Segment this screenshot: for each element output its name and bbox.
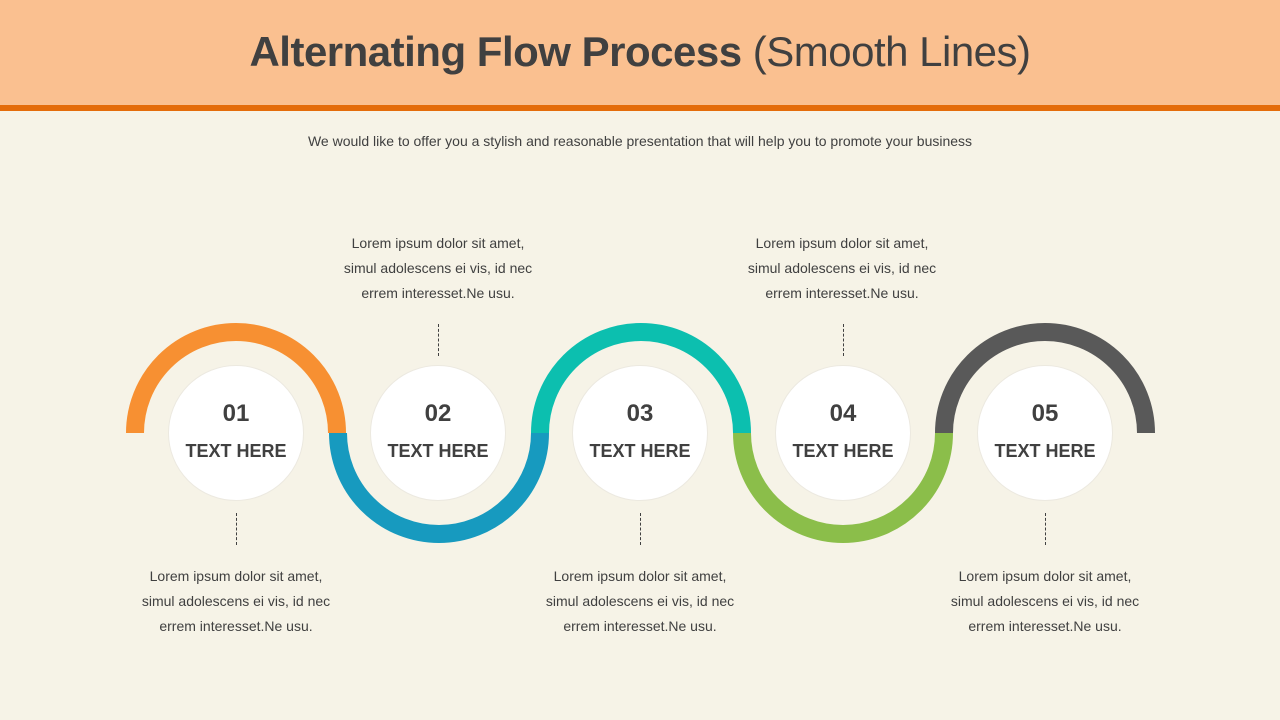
- page-title: Alternating Flow Process (Smooth Lines): [249, 27, 1031, 76]
- step-number: 04: [829, 400, 857, 427]
- step-circle-3: 03 TEXT HERE: [572, 365, 708, 501]
- description-line: Lorem ipsum dolor sit amet,: [351, 235, 525, 251]
- description-line: errem interesset.Ne usu.: [563, 618, 717, 634]
- header-accent-bar: [0, 105, 1280, 111]
- step-description-1: Lorem ipsum dolor sit amet, simul adoles…: [116, 564, 356, 639]
- step-number: 03: [626, 400, 654, 427]
- step-label: TEXT HERE: [589, 441, 691, 461]
- title-light: (Smooth Lines): [752, 27, 1031, 75]
- step-circle-4: 04 TEXT HERE: [775, 365, 911, 501]
- description-line: simul adolescens ei vis, id nec: [141, 593, 331, 609]
- connector-dash-1: [236, 513, 237, 545]
- description-line: Lorem ipsum dolor sit amet,: [149, 568, 323, 584]
- step-number: 02: [424, 400, 452, 427]
- title-bold: Alternating Flow Process: [249, 27, 742, 75]
- step-circle-2: 02 TEXT HERE: [370, 365, 506, 501]
- description-line: simul adolescens ei vis, id nec: [747, 260, 937, 276]
- step-description-5: Lorem ipsum dolor sit amet, simul adoles…: [925, 564, 1165, 639]
- description-line: simul adolescens ei vis, id nec: [343, 260, 533, 276]
- step-circle-1: 01 TEXT HERE: [168, 365, 304, 501]
- description-line: Lorem ipsum dolor sit amet,: [755, 235, 929, 251]
- arc-step-5: [935, 323, 1155, 434]
- step-label: TEXT HERE: [792, 441, 894, 461]
- step-description-3: Lorem ipsum dolor sit amet, simul adoles…: [520, 564, 760, 639]
- arc-step-1: [126, 323, 346, 434]
- description-line: errem interesset.Ne usu.: [159, 618, 313, 634]
- description-line: errem interesset.Ne usu.: [968, 618, 1122, 634]
- step-description-4: Lorem ipsum dolor sit amet, simul adoles…: [722, 231, 962, 306]
- step-description-2: Lorem ipsum dolor sit amet, simul adoles…: [318, 231, 558, 306]
- connector-dash-2: [438, 324, 439, 356]
- arc-step-2: [329, 432, 549, 543]
- subtitle: We would like to offer you a stylish and…: [307, 133, 973, 149]
- step-number: 01: [222, 400, 250, 427]
- description-line: Lorem ipsum dolor sit amet,: [958, 568, 1132, 584]
- step-label: TEXT HERE: [387, 441, 489, 461]
- header-banner: Alternating Flow Process (Smooth Lines): [0, 0, 1280, 105]
- connector-dash-3: [640, 513, 641, 545]
- connector-dash-5: [1045, 513, 1046, 545]
- step-label: TEXT HERE: [994, 441, 1096, 461]
- description-line: Lorem ipsum dolor sit amet,: [553, 568, 727, 584]
- step-circle-5: 05 TEXT HERE: [977, 365, 1113, 501]
- step-number: 05: [1031, 400, 1059, 427]
- connector-dash-4: [843, 324, 844, 356]
- arc-step-4: [733, 432, 953, 543]
- arc-step-3: [531, 323, 751, 434]
- step-label: TEXT HERE: [185, 441, 287, 461]
- description-line: errem interesset.Ne usu.: [765, 285, 919, 301]
- description-line: simul adolescens ei vis, id nec: [950, 593, 1140, 609]
- description-line: simul adolescens ei vis, id nec: [545, 593, 735, 609]
- description-line: errem interesset.Ne usu.: [361, 285, 515, 301]
